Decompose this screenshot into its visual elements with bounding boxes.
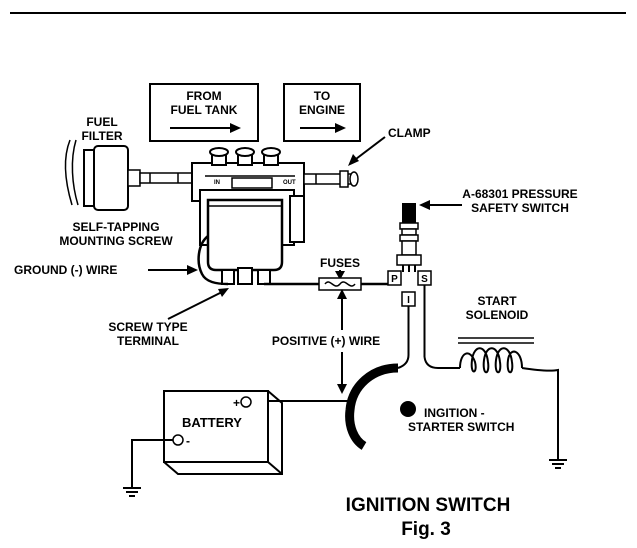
arrow-down-icon [335, 271, 345, 280]
ignition-starter-switch [345, 363, 416, 450]
fuel-line-inlet [139, 172, 196, 184]
pressure-switch-label-line2: SAFETY SWITCH [471, 201, 569, 215]
self-tapping-label-line2: MOUNTING SCREW [59, 234, 173, 248]
terminal-p-label: P [391, 274, 398, 285]
arrow-down-icon [337, 384, 347, 394]
clamp-label: CLAMP [388, 126, 431, 140]
battery-minus-sign: - [186, 434, 190, 448]
figure-number: Fig. 3 [401, 519, 451, 540]
fuel-line-outlet [303, 170, 359, 188]
arrow-right-icon [230, 123, 241, 133]
ground-symbol-right [549, 459, 567, 469]
fuel-pump: IN OUT [191, 147, 305, 285]
engine-label: ENGINE [299, 103, 345, 117]
battery-plus-sign: + [233, 396, 240, 410]
battery-positive-post [240, 396, 252, 408]
start-solenoid-label-line1: START [477, 294, 517, 308]
ground-wire-label: GROUND (-) WIRE [14, 263, 117, 277]
to-label: TO [314, 89, 330, 103]
positive-wire-label: POSITIVE (+) WIRE [272, 334, 380, 348]
battery-negative-post [172, 434, 184, 446]
arrow-icon [218, 288, 229, 297]
ground-symbol-left [123, 487, 141, 497]
from-label: FROM [186, 89, 221, 103]
fuel-tank-label: FUEL TANK [171, 103, 238, 117]
self-tapping-label-line1: SELF-TAPPING [72, 220, 159, 234]
figure-title: IGNITION SWITCH [346, 495, 511, 516]
fuse [318, 277, 362, 291]
arrow-right-icon [335, 123, 346, 133]
pump-out-marking: OUT [283, 180, 296, 186]
arrow-up-icon [337, 289, 347, 299]
arrow-left-icon [419, 200, 430, 210]
battery: BATTERY + - [163, 390, 283, 475]
pump-in-marking: IN [214, 180, 220, 186]
fuses-label: FUSES [320, 256, 360, 270]
screw-terminal-label-line2: TERMINAL [117, 334, 179, 348]
screw-terminal-label-line1: SCREW TYPE [108, 320, 187, 334]
start-solenoid-coil [458, 337, 559, 460]
fuel-filter [64, 139, 141, 211]
ignition-label-line2: STARTER SWITCH [408, 420, 514, 434]
terminal-s-label: S [421, 274, 428, 285]
terminal-i-label: I [407, 295, 410, 306]
from-fuel-tank-box: FROM FUEL TANK [149, 83, 259, 142]
fuel-filter-label-line1: FUEL [86, 115, 117, 129]
to-engine-box: TO ENGINE [283, 83, 361, 142]
arrow-right-icon [187, 265, 198, 275]
arrow-icon [348, 154, 359, 166]
ignition-label-line1: INGITION - [424, 406, 485, 420]
pressure-switch-label-line1: A-68301 PRESSURE [462, 187, 577, 201]
switch-key-dot [400, 401, 416, 417]
start-solenoid-label-line2: SOLENOID [466, 308, 529, 322]
fuel-filter-label-line2: FILTER [81, 129, 122, 143]
battery-label: BATTERY [182, 415, 242, 430]
pressure-safety-switch: P S I [387, 203, 432, 307]
